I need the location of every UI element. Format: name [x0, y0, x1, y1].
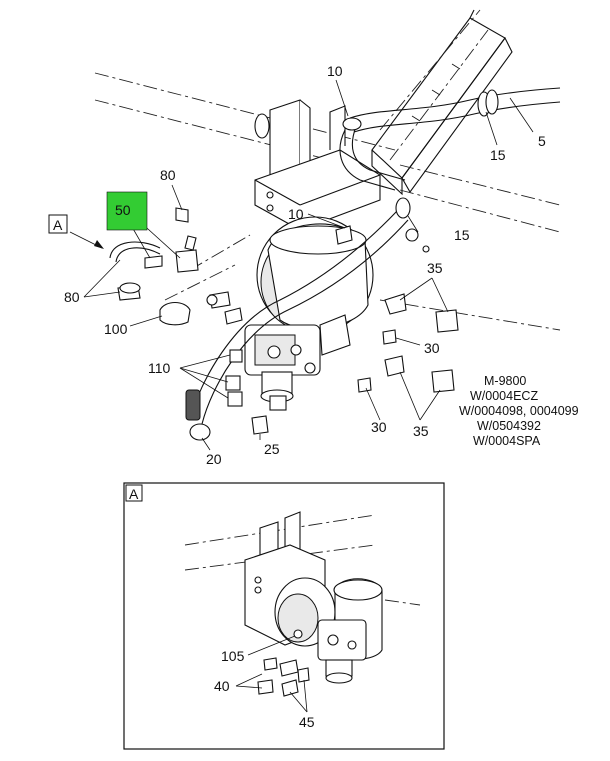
view-a-arrow — [69, 231, 104, 249]
note-line: M-9800 — [484, 374, 526, 388]
note-line: W/0504392 — [477, 419, 541, 433]
fitting-50-tee — [144, 235, 199, 273]
detail-view-tag: A — [129, 486, 139, 502]
fittings-110 — [225, 349, 243, 407]
callout-50: 50 — [115, 202, 131, 218]
note-line: W/0004098, 0004099 — [459, 404, 579, 418]
tube-line-left — [109, 241, 161, 301]
applicability-notes: M-9800 W/0004ECZ W/0004098, 0004099 W/05… — [459, 374, 579, 448]
detail-view-a: A 105 40 45 — [123, 482, 445, 750]
callout-105: 105 — [221, 648, 245, 664]
callout-15-top: 15 — [490, 147, 506, 163]
note-line: W/0004ECZ — [470, 389, 538, 403]
air-dryer-assembly — [244, 216, 374, 411]
small-bolts — [206, 225, 430, 306]
callout-30-bottom: 30 — [371, 419, 387, 435]
svg-text:A: A — [53, 217, 63, 233]
callout-10-top: 10 — [327, 63, 343, 79]
air-hose-5 — [349, 87, 561, 133]
fitting-80-top — [175, 207, 189, 223]
callout-35-bottom: 35 — [413, 423, 429, 439]
fittings-30 — [357, 329, 397, 393]
callout-15-mid: 15 — [454, 227, 470, 243]
callout-110: 110 — [148, 360, 171, 376]
fittings-35 — [384, 293, 459, 393]
callout-40: 40 — [214, 678, 230, 694]
fitting-25 — [251, 415, 269, 435]
note-line: W/0004SPA — [473, 434, 541, 448]
callout-10-mid: 10 — [288, 206, 304, 222]
callout-5: 5 — [538, 133, 546, 149]
callout-100: 100 — [104, 321, 128, 337]
clamp-100 — [159, 291, 243, 326]
leader-lines — [83, 79, 534, 451]
view-tag-main: A — [48, 214, 68, 234]
callout-35-top: 35 — [427, 260, 443, 276]
callout-30-right: 30 — [424, 340, 440, 356]
callout-45: 45 — [299, 714, 315, 730]
callout-80-left: 80 — [64, 289, 80, 305]
air-line — [185, 117, 411, 441]
callout-80-top: 80 — [160, 167, 176, 183]
callout-25: 25 — [264, 441, 280, 457]
highlight-box-50 — [106, 191, 148, 231]
callout-20: 20 — [206, 451, 222, 467]
